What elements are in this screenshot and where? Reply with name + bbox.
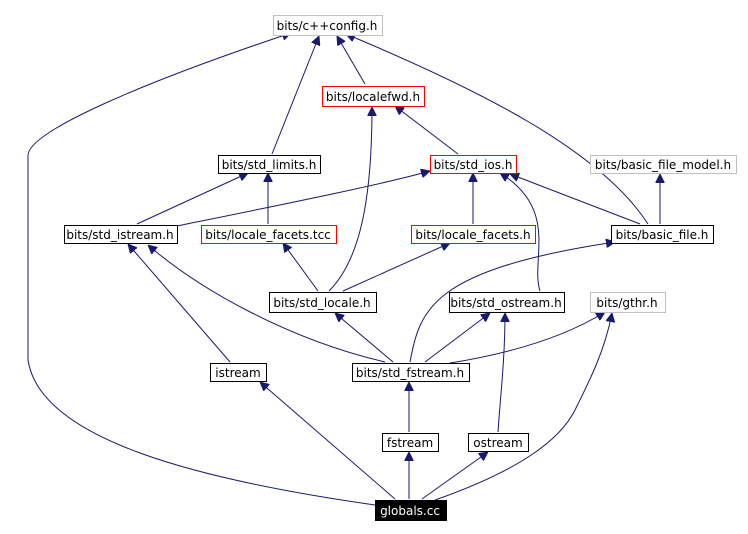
node-label: globals.cc [380,504,440,518]
edges [27,33,660,506]
edge-localefwd-to-cxxconfig [337,36,366,85]
nodes: bits/c++config.h bits/localefwd.h bits/s… [64,15,737,521]
edge-std-locale-to-locale-facets [342,243,450,292]
node-label: bits/localefwd.h [326,90,420,104]
edge-globals-to-gthr [434,313,612,501]
node-std-limits[interactable]: bits/std_limits.h [218,155,321,174]
node-basic-file-model[interactable]: bits/basic_file_model.h [590,155,737,174]
node-std-locale[interactable]: bits/std_locale.h [269,292,377,313]
node-label: bits/std_locale.h [273,296,370,310]
edge-basic-file-to-cxxconfig [346,34,649,225]
node-box [590,155,737,174]
edge-std-istream-to-std-ios [176,171,430,227]
node-label: bits/basic_file.h [616,228,709,242]
edge-globals-to-ostream [421,452,488,500]
edge-std-limits-to-cxxconfig [271,36,319,155]
node-box [322,86,425,107]
node-box [273,15,383,36]
node-box [590,292,666,313]
node-box [201,225,337,244]
node-label: bits/std_fstream.h [356,366,464,380]
node-locale-facets[interactable]: bits/locale_facets.h [411,225,536,244]
node-locale-facets-tcc[interactable]: bits/locale_facets.tcc [201,225,337,244]
edge-globals-to-istream [260,382,396,500]
node-label: bits/std_limits.h [222,158,317,172]
node-istream[interactable]: istream [210,363,267,382]
edge-std-fstream-to-std-locale [335,313,394,363]
node-box [430,155,517,174]
node-label: bits/locale_facets.tcc [205,228,331,242]
edge-std-ios-to-localefwd [395,106,459,155]
node-box [468,433,529,452]
node-box [611,225,714,244]
node-fstream[interactable]: fstream [382,433,439,452]
node-std-ostream[interactable]: bits/std_ostream.h [449,292,565,313]
node-box [64,225,178,244]
node-std-istream[interactable]: bits/std_istream.h [64,225,178,244]
edge-std-locale-to-locale-facets-tcc [283,243,319,292]
node-label: bits/basic_file_model.h [595,158,731,172]
node-box [210,363,267,382]
node-label: fstream [387,436,433,450]
node-label: bits/gthr.h [596,296,657,310]
edge-std-fstream-to-std-ostream [424,313,490,363]
edge-globals-to-cxxconfig [27,33,376,506]
node-box [411,225,536,244]
node-box [375,500,447,521]
node-basic-file[interactable]: bits/basic_file.h [611,225,714,244]
node-ostream[interactable]: ostream [468,433,529,452]
edge-std-istream-to-std-limits [136,173,248,225]
node-label: bits/locale_facets.h [415,228,530,242]
node-localefwd[interactable]: bits/localefwd.h [322,86,425,107]
node-box [269,292,377,313]
node-label: bits/std_ostream.h [450,296,561,310]
node-box [218,155,321,174]
edge-ostream-to-std-ostream [497,313,505,433]
node-box [449,292,565,313]
node-globals[interactable]: globals.cc [375,500,447,521]
node-box [382,433,439,452]
node-label: istream [215,366,260,380]
edge-std-fstream-to-gthr [449,312,605,364]
node-std-ios[interactable]: bits/std_ios.h [430,155,517,174]
node-gthr[interactable]: bits/gthr.h [590,292,666,313]
edge-std-fstream-to-std-istream [148,245,386,363]
node-label: bits/c++config.h [277,19,378,33]
edge-basic-file-to-std-ios [510,174,641,225]
edge-std-fstream-to-basic-file [409,242,615,363]
node-label: bits/std_istream.h [66,228,173,242]
edge-std-locale-to-localefwd [328,107,372,292]
node-cxxconfig[interactable]: bits/c++config.h [273,15,383,36]
node-std-fstream[interactable]: bits/std_fstream.h [352,363,470,382]
edge-std-ostream-to-std-ios [500,173,541,292]
node-label: ostream [473,436,522,450]
edge-istream-to-std-istream [128,244,231,363]
node-box [352,363,470,382]
node-label: bits/std_ios.h [434,158,513,172]
